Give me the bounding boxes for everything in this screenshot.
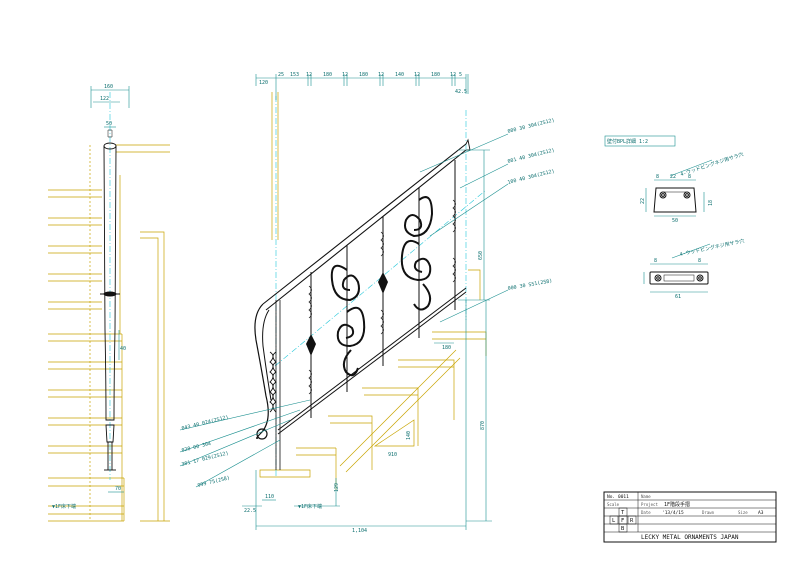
bracket-top-width: 50 xyxy=(672,218,678,224)
dim-top-8: 140 xyxy=(395,72,404,78)
elevation-right-dims xyxy=(434,149,492,522)
dim-top-5: 12 xyxy=(342,72,348,78)
dim-height-low: 870 xyxy=(480,421,486,430)
dim-top-1: 25 xyxy=(278,72,284,78)
dim-top-2: 153 xyxy=(290,72,299,78)
label-baluster-a: 043 40 024(2S12) xyxy=(181,414,229,431)
dim-top-3: 12 xyxy=(306,72,312,78)
title-block-frame xyxy=(603,491,777,543)
side-post xyxy=(100,129,120,471)
tb-view-left: L xyxy=(612,518,616,524)
bracket-top xyxy=(653,187,697,213)
dim-tread: 180 xyxy=(442,345,451,351)
dim-top-right: 42.5 xyxy=(455,89,467,95)
tb-size-value: A3 xyxy=(758,510,764,516)
label-baluster-b: 020 00 304 xyxy=(181,441,212,454)
label-handrail: 000 30 304(2S12) xyxy=(507,117,555,134)
bracket-bottom-dim-2: 8 xyxy=(698,258,701,264)
bracket-bottom-note: 4-ウッドビングネジ用サラ穴 xyxy=(679,237,745,258)
dim-top-10: 180 xyxy=(431,72,440,78)
dim-height-main: 650 xyxy=(478,251,484,260)
side-dim-bottom: 70 xyxy=(115,486,121,492)
tb-date-value: '13/4/15 xyxy=(662,510,684,516)
label-baluster-c: 301 17 029(2S12) xyxy=(181,450,229,467)
tb-date-label: Date xyxy=(641,510,651,515)
scroll-panels xyxy=(330,196,434,377)
tb-company: LECKY METAL ORNAMENTS JAPAN xyxy=(641,534,739,541)
tb-no-label: No. xyxy=(607,494,615,500)
dim-base-left: 22.5 xyxy=(244,508,256,514)
elevation-stair xyxy=(140,92,487,522)
tb-size-label: Size xyxy=(738,510,748,515)
dim-post-base: 110 xyxy=(265,494,274,500)
elevation-bottom-dims xyxy=(242,300,467,530)
title-block: No. 0011 Name Scale T L F R B Project 1F… xyxy=(603,491,777,543)
tb-view-front: F xyxy=(621,518,624,524)
dim-total-length: 1,104 xyxy=(352,528,367,534)
dim-top-left: 120 xyxy=(259,80,268,86)
side-dim-top: 160 xyxy=(104,84,113,90)
tb-no-value: 0011 xyxy=(618,494,629,500)
label-mid-bar: 100 40 304(2S12) xyxy=(507,168,555,185)
dim-top-6: 180 xyxy=(359,72,368,78)
bracket-top-dim-1: 8 xyxy=(656,174,659,180)
elevation-handrail xyxy=(254,138,471,440)
bracket-top-dim-3: 8 xyxy=(688,174,691,180)
elevation-floor-label: ▼1F床下端 xyxy=(298,503,322,510)
twisted-bars xyxy=(308,199,456,395)
dim-top-4: 180 xyxy=(323,72,332,78)
elevation-view: 000 30 304(2S12) 001 40 304(2S12) 100 40… xyxy=(140,72,555,534)
tb-project-value: 1F階段手摺 xyxy=(664,501,690,508)
elevation-leaders xyxy=(179,133,509,488)
side-dim-post: 50 xyxy=(106,121,112,127)
side-floor-label: ▼1F床下端 xyxy=(52,503,76,510)
dim-top-9: 12 xyxy=(414,72,420,78)
bracket-bottom-dims xyxy=(643,243,711,293)
bracket-bottom-dim-1: 8 xyxy=(654,258,657,264)
bracket-top-height-2: 18 xyxy=(708,200,714,206)
tb-drawn-label: Drawn xyxy=(702,510,715,515)
bracket-top-dims xyxy=(645,159,713,217)
tb-view-right: R xyxy=(630,518,634,524)
side-dim-mid: 40 xyxy=(120,346,126,352)
dim-top-7: 12 xyxy=(378,72,384,78)
label-bottom-rail: 000 30 S51(2S8) xyxy=(507,278,553,292)
bracket-top-height: 22 xyxy=(640,198,646,204)
dim-base-h: 129 xyxy=(334,483,340,492)
detail-title: 壁付BPL詳細 1:2 xyxy=(607,138,648,145)
bracket-bottom xyxy=(649,271,709,285)
baluster-knuckles xyxy=(306,272,388,356)
tb-view-bottom: B xyxy=(621,526,625,532)
bracket-top-note: 4-ウッドビングネジ用サラ穴 xyxy=(679,151,744,178)
dim-riser: 140 xyxy=(406,431,412,440)
side-view: 160 122 50 40 70 ▼1F床下端 xyxy=(48,84,170,522)
tb-name-label: Name xyxy=(641,494,651,499)
side-dim-sub: 122 xyxy=(100,96,109,102)
title-block-grid xyxy=(604,492,776,533)
tb-view-top: T xyxy=(621,510,625,516)
newel-twist xyxy=(269,300,281,470)
bracket-bottom-width: 61 xyxy=(675,294,681,300)
bracket-top-dim-2: 22 xyxy=(670,174,676,180)
side-stair-steps xyxy=(48,144,170,522)
dim-top-11: 12 xyxy=(450,72,456,78)
detail-title-box xyxy=(604,135,676,147)
side-dimensions xyxy=(90,86,130,493)
dim-run: 910 xyxy=(388,452,397,458)
tb-scale-label: Scale xyxy=(607,502,620,507)
dim-top-12: 5 xyxy=(459,72,462,78)
tb-project-label: Project xyxy=(641,502,658,507)
elevation-top-dims xyxy=(255,74,469,100)
label-top-bar: 001 40 304(2S12) xyxy=(507,147,555,164)
bracket-detail: 壁付BPL詳細 1:2 8 22 8 22 18 50 4-ウッドビングネジ用サ… xyxy=(604,135,745,300)
